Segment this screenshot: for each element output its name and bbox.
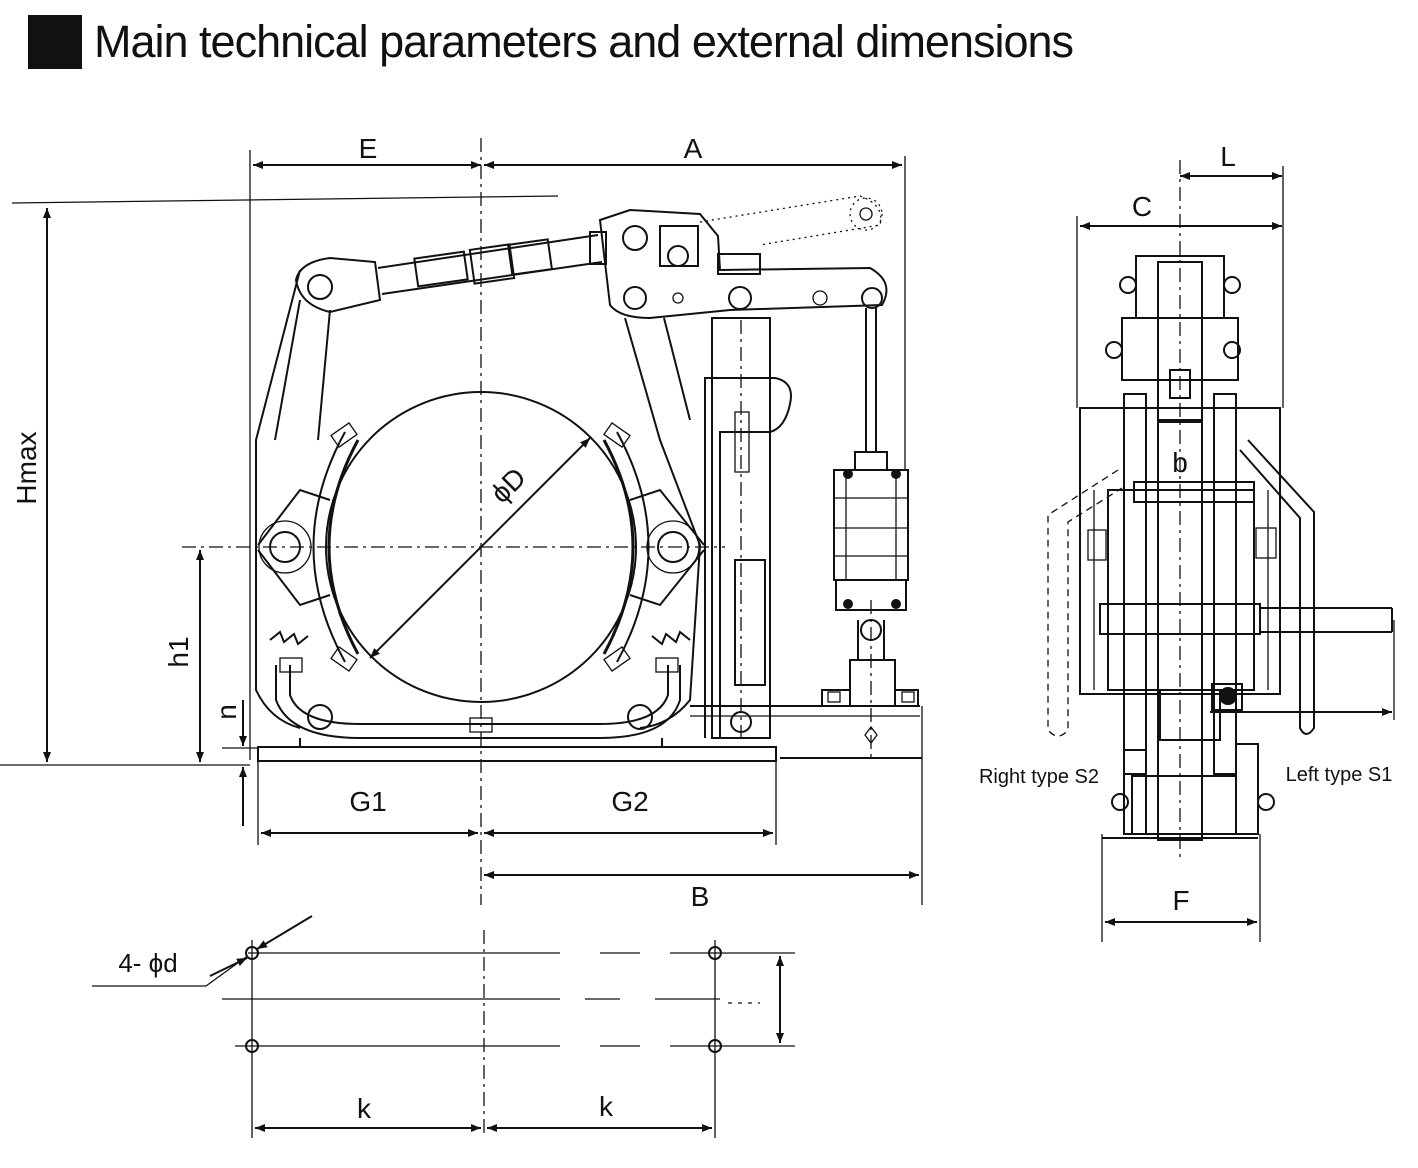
h1-label: h1	[163, 636, 194, 667]
dim-l-label: L	[1220, 141, 1236, 172]
side-bottom-section: F	[1101, 683, 1275, 942]
springs	[269, 630, 691, 646]
hole-callout: 4- ϕd	[92, 915, 313, 987]
left-brake-arm	[255, 256, 382, 729]
hole-label: 4- ϕd	[118, 948, 177, 978]
g2-label: G2	[611, 786, 648, 817]
left-type-label: Left type S1	[1286, 764, 1393, 786]
side-view: L C	[979, 141, 1395, 942]
front-view: Hmax E A ϕD	[0, 133, 923, 912]
side-main-body: b	[1079, 393, 1395, 841]
n-dimension: n	[211, 700, 258, 826]
hmax-dimension: Hmax	[0, 195, 559, 766]
top-lever	[598, 195, 888, 320]
header-square-marker	[28, 15, 82, 69]
dim-k-right-label: k	[599, 1091, 614, 1122]
dim-f-label: F	[1172, 885, 1189, 916]
g1-g2-dimension: G1 G2	[261, 786, 773, 837]
e-a-dimension: E A	[249, 133, 906, 760]
b-label: B	[691, 881, 710, 912]
dim-c-label: C	[1132, 191, 1152, 222]
mounting-plan: 4- ϕd k k	[92, 915, 795, 1138]
page-title: Main technical parameters and external d…	[94, 16, 1074, 67]
dim-a-label: A	[684, 133, 703, 164]
hmax-label: Hmax	[11, 431, 42, 504]
brake-shoes	[312, 422, 650, 672]
thruster	[821, 308, 919, 760]
base-frame	[257, 657, 777, 762]
dim-e-label: E	[359, 133, 378, 164]
l-c-dimension: L C	[1076, 141, 1284, 408]
h1-dimension: h1	[163, 550, 204, 762]
page-header: Main technical parameters and external d…	[28, 14, 1074, 70]
g1-label: G1	[349, 786, 386, 817]
dim-k-left-label: k	[357, 1093, 372, 1124]
support-column	[690, 317, 920, 740]
right-brake-arm	[624, 317, 705, 729]
linkage-rod	[377, 231, 607, 295]
side-top-levers	[1105, 255, 1241, 423]
left-type-handle	[1210, 439, 1392, 735]
b-dimension: B	[484, 871, 919, 912]
right-type-label: Right type S2	[979, 766, 1099, 788]
n-label: n	[211, 704, 242, 720]
dim-b-label: b	[1172, 447, 1188, 478]
